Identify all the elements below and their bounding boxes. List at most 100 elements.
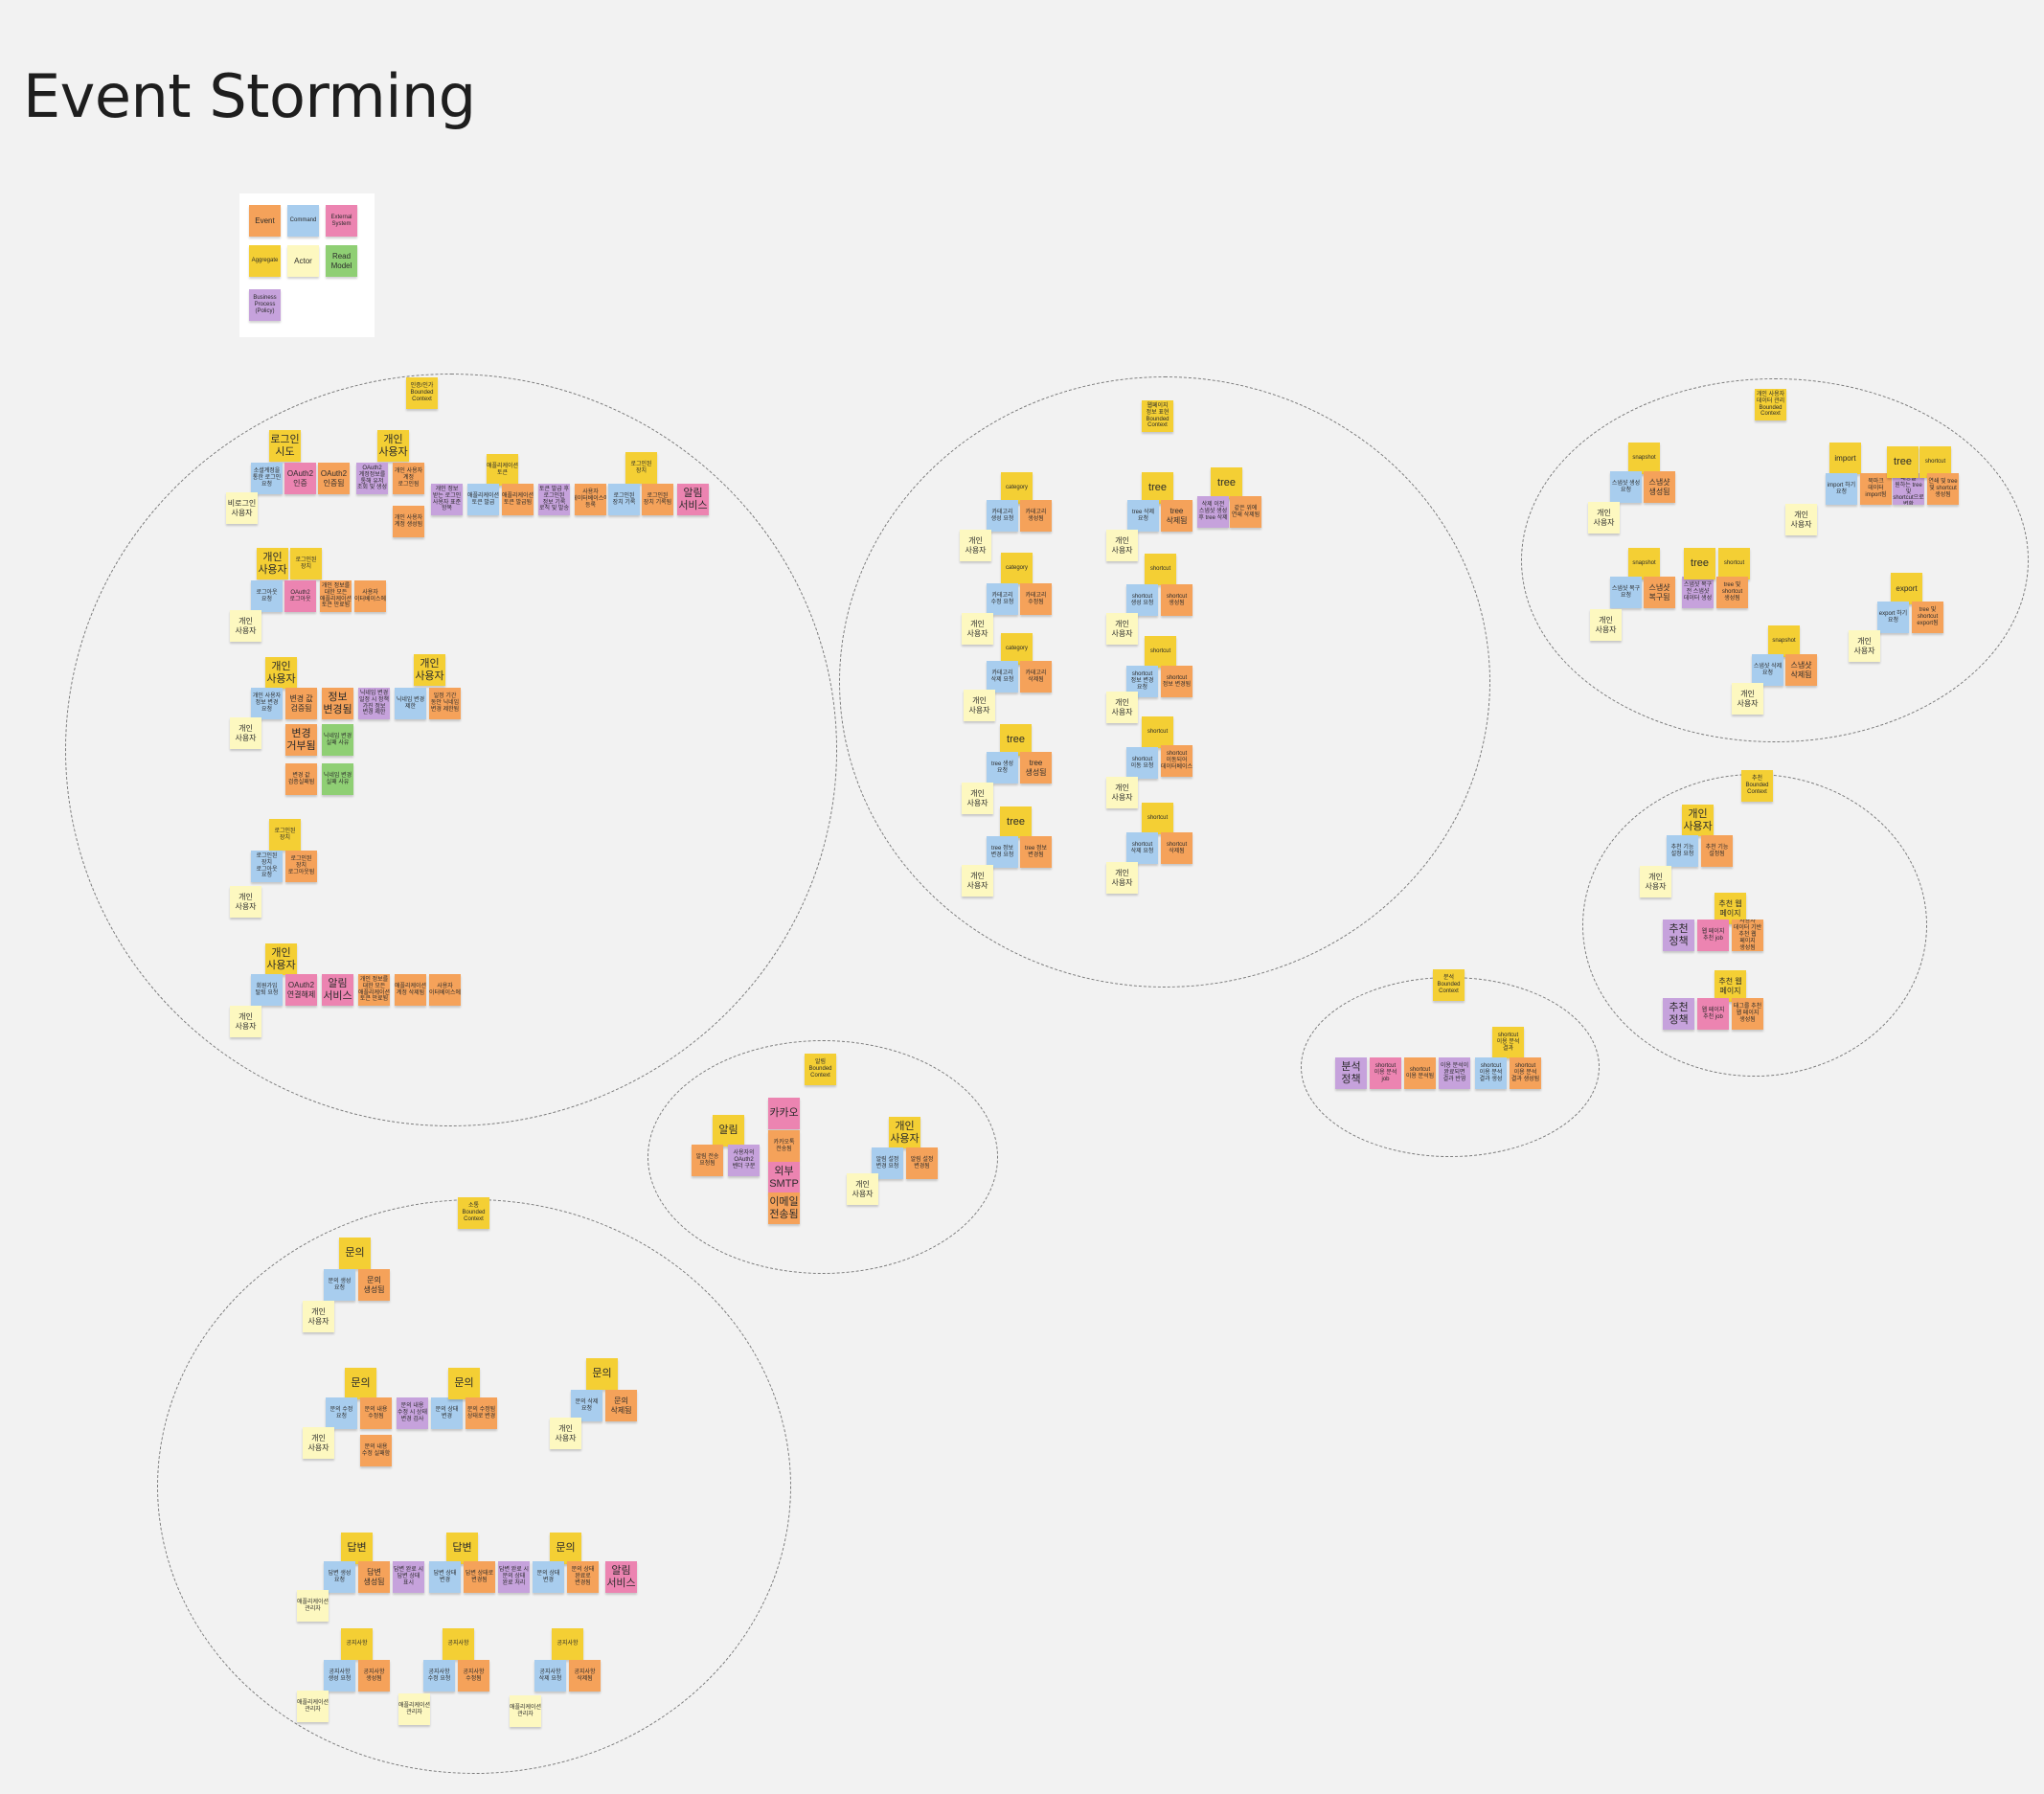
external-note[interactable]: OAuth2 연결해제	[285, 974, 317, 1006]
context-label-analysis[interactable]: 분석 Bounded Context	[1433, 969, 1465, 1001]
command-note[interactable]: export 하기 요청	[1877, 602, 1909, 633]
aggregate-note[interactable]: 로그인 시도	[269, 430, 301, 462]
actor-note[interactable]: 개인 사용자	[550, 1418, 581, 1449]
event-note[interactable]: 북마크 데이터 import됨	[1860, 473, 1892, 505]
policy-note[interactable]: OAuth2 계정정보를 통해 유저 조회 및 생성	[356, 463, 388, 494]
event-note[interactable]: 개인 정보를 대한 모든 애플리케이션 토큰 만료됨	[358, 974, 390, 1006]
event-note[interactable]: 같은 위에 연쇄 삭제됨	[1230, 496, 1261, 528]
event-note[interactable]: OAuth2 인증됨	[318, 463, 350, 494]
command-note[interactable]: 스냅샷 복구 요청	[1610, 577, 1642, 608]
aggregate-note[interactable]: tree	[1142, 472, 1173, 504]
aggregate-note[interactable]: snapshot	[1768, 625, 1800, 657]
command-note[interactable]: 문의 상태 변경	[431, 1397, 463, 1429]
actor-note[interactable]: 개인 사용자	[1590, 609, 1622, 641]
aggregate-note[interactable]: shortcut	[1145, 554, 1176, 585]
external-note[interactable]: 알림 서비스	[605, 1561, 637, 1593]
command-note[interactable]: 답변 생성 요청	[324, 1561, 355, 1593]
event-note[interactable]: 이메일 전송됨	[768, 1192, 800, 1224]
event-note[interactable]: 로그인된 장치 기록됨	[642, 484, 673, 515]
actor-note[interactable]: 개인 사용자	[1588, 502, 1620, 534]
event-note[interactable]: 변경 값 검증실패됨	[285, 763, 317, 795]
aggregate-note[interactable]: 로그인된 장치	[625, 452, 657, 484]
command-note[interactable]: tree 정보 변경 요청	[987, 836, 1018, 868]
legend-note-policy[interactable]: Business Process (Policy)	[249, 289, 281, 321]
event-note[interactable]: 변경 거부됨	[285, 724, 317, 756]
event-note[interactable]: 정보 변경됨	[322, 688, 353, 719]
policy-note[interactable]: 스냅샷 복구 전 스냅샷 데이터 생성	[1682, 577, 1714, 608]
event-note[interactable]: 사용자 데이터베이스에서	[354, 580, 386, 612]
external-note[interactable]: OAuth2 로그아웃	[284, 580, 316, 612]
event-note[interactable]: shortcut 이용 분석됨	[1404, 1057, 1436, 1089]
event-note[interactable]: 알림 설정 변경됨	[906, 1147, 938, 1179]
event-note[interactable]: 애플리케이션 계정 삭제됨	[395, 974, 426, 1006]
policy-note[interactable]: 개인 정보 받는 로그인 사용자 표준 항목	[431, 484, 463, 515]
command-note[interactable]: shortcut 이동 요청	[1126, 747, 1158, 779]
aggregate-note[interactable]: 개인 사용자	[265, 943, 297, 975]
bounded-context-auth[interactable]	[65, 374, 837, 1126]
legend-note-aggregate[interactable]: Aggregate	[249, 245, 281, 277]
context-label-communication[interactable]: 소통 Bounded Context	[458, 1197, 489, 1229]
command-note[interactable]: shortcut 생성 요청	[1126, 584, 1158, 616]
context-label-userdata[interactable]: 개인 사용자 데이터 관리 Bounded Context	[1755, 389, 1786, 420]
context-label-notify[interactable]: 알림 Bounded Context	[805, 1054, 836, 1085]
event-note[interactable]: tree 및 shortcut export됨	[1912, 602, 1943, 633]
actor-note[interactable]: 개인 사용자	[1106, 692, 1138, 723]
aggregate-note[interactable]: shortcut 이용 분석 결과	[1492, 1027, 1524, 1058]
aggregate-note[interactable]: 개인 사용자	[1682, 805, 1714, 836]
command-note[interactable]: 추천 기능 설정 요청	[1667, 835, 1698, 867]
legend-note-command[interactable]: Command	[287, 205, 319, 237]
aggregate-note[interactable]: 추천 웹 페이지	[1715, 970, 1746, 1002]
policy-note[interactable]: 이용 분석이 완료되면 결과 반영	[1439, 1057, 1470, 1089]
aggregate-note[interactable]: 공지사항	[443, 1628, 474, 1660]
command-note[interactable]: 문의 상태 변경	[533, 1561, 564, 1593]
event-note[interactable]: 공지사항 생성됨	[358, 1660, 390, 1692]
actor-note[interactable]: 개인 사용자	[1106, 613, 1138, 645]
external-note[interactable]: 알림 서비스	[322, 974, 353, 1006]
actor-note[interactable]: 개인 사용자	[303, 1301, 334, 1332]
command-note[interactable]: 애플리케이션 토큰 발급	[467, 484, 499, 515]
external-note[interactable]: shortcut 이용 분석 job	[1370, 1057, 1401, 1089]
actor-note[interactable]: 개인 사용자	[230, 1006, 261, 1037]
aggregate-note[interactable]: tree	[1887, 446, 1919, 478]
external-note[interactable]: 알림 서비스	[677, 484, 709, 515]
event-note[interactable]: 스냅샷 복구됨	[1644, 577, 1675, 608]
external-note[interactable]: 외부 SMTP	[768, 1162, 800, 1193]
event-note[interactable]: shortcut 생성됨	[1161, 584, 1192, 616]
event-note[interactable]: tree 및 shortcut 생성됨	[1716, 577, 1748, 608]
command-note[interactable]: 소셜계정을 통한 로그인 요청	[251, 463, 283, 494]
aggregate-note[interactable]: category	[1001, 633, 1033, 665]
command-note[interactable]: 개인 사용자 정보 변경 요청	[251, 688, 283, 719]
command-note[interactable]: import 하기 요청	[1826, 473, 1857, 505]
event-note[interactable]: 문의 내용 수정됨	[360, 1397, 392, 1429]
aggregate-note[interactable]: tree	[1211, 467, 1242, 499]
external-note[interactable]: OAuth2 인증	[284, 463, 316, 494]
aggregate-note[interactable]: 답변	[446, 1533, 478, 1564]
aggregate-note[interactable]: import	[1829, 443, 1861, 474]
actor-note[interactable]: 애플리케이션 관리자	[510, 1695, 541, 1727]
legend-note-readmodel[interactable]: Read Model	[326, 245, 357, 277]
actor-note[interactable]: 개인 사용자	[964, 690, 995, 721]
event-note[interactable]: 사용자 데이터베이스에 등록	[575, 484, 606, 515]
aggregate-note[interactable]: category	[1001, 472, 1033, 504]
command-note[interactable]: 문의 생성 요청	[324, 1269, 355, 1301]
event-note[interactable]: 로그인된 장치 로그아웃됨	[285, 851, 317, 882]
event-note[interactable]: 알림 전송 요청됨	[692, 1145, 723, 1176]
aggregate-note[interactable]: category	[1001, 553, 1033, 584]
event-note[interactable]: 문의 상태 완료로 변경됨	[567, 1561, 599, 1593]
aggregate-note[interactable]: 문의	[586, 1358, 618, 1390]
event-note[interactable]: 개인 사용자 계정 생성됨	[393, 506, 424, 537]
policy-note[interactable]: 삭제 이전 스냅샷 생성 후 tree 삭제	[1197, 496, 1229, 528]
aggregate-note[interactable]: export	[1891, 573, 1922, 604]
policy-note[interactable]: 북마크 내용을 원하는 tree 및 shortcut으로 변환	[1893, 473, 1924, 505]
actor-note[interactable]: 애플리케이션 관리자	[297, 1590, 329, 1622]
policy-note[interactable]: 추천 정책	[1663, 920, 1694, 951]
aggregate-note[interactable]: 개인 사용자	[377, 430, 409, 462]
aggregate-note[interactable]: snapshot	[1628, 443, 1660, 474]
external-note[interactable]: 카카오	[768, 1098, 800, 1129]
policy-note[interactable]: 답변 완료 시 답변 상태 표시	[393, 1561, 424, 1593]
policy-note[interactable]: 답변 완료 시 문의 상태 완료 처리	[498, 1561, 530, 1593]
event-note[interactable]: tree 정보 변경됨	[1020, 836, 1052, 868]
policy-note[interactable]: 닉네임 변경 일정 시 정책 가진 정보 변경 제한	[358, 688, 390, 719]
actor-note[interactable]: 개인 사용자	[1106, 862, 1138, 894]
event-note[interactable]: 공지사항 삭제됨	[569, 1660, 601, 1692]
